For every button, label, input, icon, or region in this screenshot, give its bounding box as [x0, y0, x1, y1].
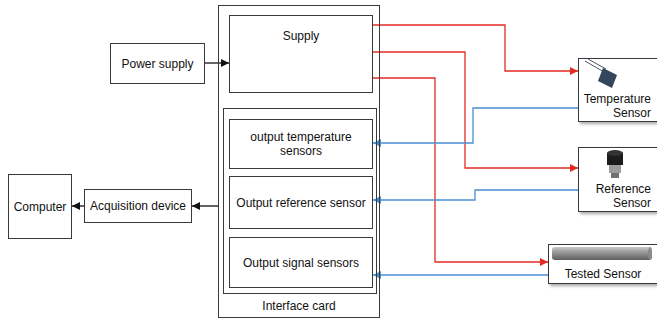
output-box: Output signal sensors [229, 237, 373, 288]
process-box: Acquisition device [84, 189, 192, 223]
signal-wire [373, 108, 578, 143]
tested-sensor-picture [552, 247, 652, 260]
node-label: Acquisition device [86, 199, 190, 213]
output-box: Supply [229, 15, 373, 93]
output-box: Output reference sensor [229, 176, 373, 229]
sensor-cap [607, 150, 623, 156]
process-box: Computer [8, 174, 72, 239]
node-label: Power supply [117, 57, 197, 71]
sensor-body [598, 68, 617, 88]
node-label: Computer [10, 200, 71, 214]
node-label: Interface card [258, 299, 339, 313]
sensor-wire [588, 59, 606, 69]
data-arrow [205, 62, 229, 63]
node-label: Output signal sensors [239, 256, 363, 270]
signal-wire [373, 274, 548, 275]
node-label: Temperature Sensor [579, 92, 655, 120]
process-box: Temperature Sensor [578, 58, 657, 122]
process-box: Power supply [110, 43, 205, 84]
node-label: Reference Sensor [579, 182, 655, 210]
reference-sensor-picture [607, 150, 623, 178]
signal-wire [373, 190, 578, 200]
node-label: Output reference sensor [232, 196, 369, 210]
supply-wire [373, 25, 578, 71]
supply-wire [373, 78, 548, 262]
sensor-fitting [611, 173, 619, 178]
data-arrow [72, 205, 84, 206]
data-arrow [192, 205, 218, 206]
process-box: Reference Sensor [578, 147, 657, 212]
process-box: Supply output temperature sensorsOutput r… [218, 5, 380, 318]
output-box: output temperature sensors [229, 119, 373, 169]
supply-wire [373, 52, 578, 168]
sensor-cylinder [552, 247, 652, 260]
sensor-end [648, 247, 652, 260]
temperature-sensor-picture [585, 59, 617, 88]
node-label: output temperature sensors [230, 130, 372, 158]
process-box: Tested Sensor [548, 244, 657, 284]
sensor-body [609, 165, 621, 173]
node-label: Tested Sensor [561, 267, 646, 281]
node-label: Supply [279, 29, 324, 43]
